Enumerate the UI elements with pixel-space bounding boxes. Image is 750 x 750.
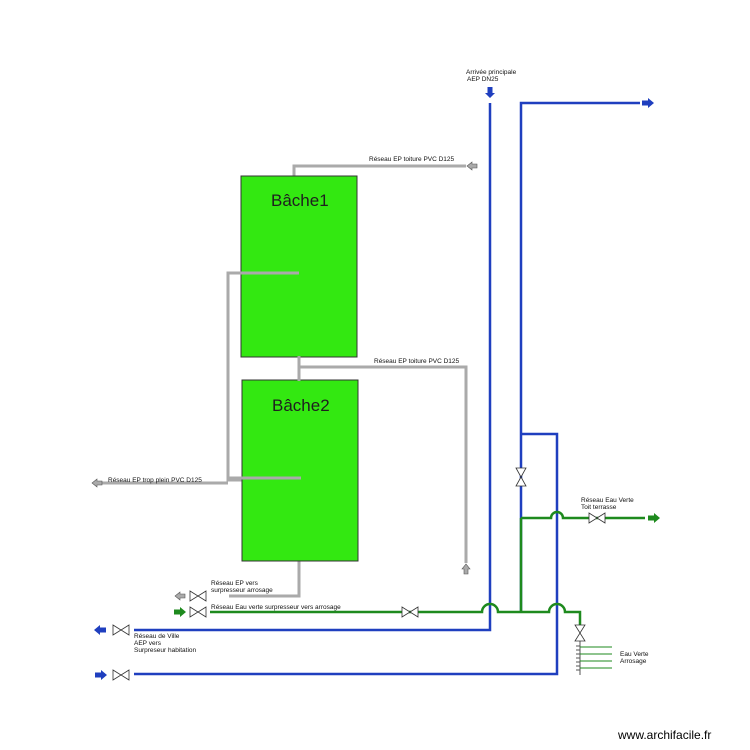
pipe-eau-verte-toit	[521, 510, 645, 520]
arrow-icon	[174, 591, 186, 601]
green-pipes	[210, 510, 645, 625]
pipe-arrivee-principale	[134, 103, 492, 632]
watermark: www.archifacile.fr	[617, 728, 711, 742]
sprinkler-manifold-icon	[576, 641, 612, 675]
eau-verte-arrosage-label-1: Eau Verte	[620, 651, 649, 658]
ep-vers-label-2: surpresseur arrosage	[211, 587, 273, 594]
arrow-icon	[91, 478, 103, 488]
gate-valve-icon[interactable]	[401, 606, 419, 618]
ville-label-2: AEP vers	[134, 640, 162, 647]
arrow-icon	[174, 607, 186, 617]
bache2-label: Bâche2	[272, 396, 330, 415]
gate-valve-icon[interactable]	[588, 512, 606, 524]
arrow-icon	[485, 87, 495, 98]
eau-verte-surp-label: Réseau Eau verte surpresseur vers arrosa…	[211, 604, 341, 611]
arrow-icon	[642, 98, 654, 108]
blue-pipes	[134, 101, 640, 676]
valves	[112, 467, 606, 681]
bache2-tank: Bâche2	[241, 379, 359, 562]
eau-verte-toit-label-1: Réseau Eau Verte	[581, 497, 634, 504]
eau-verte-toit-label-2: Toit terrasse	[581, 504, 617, 511]
gate-valve-icon[interactable]	[515, 467, 527, 487]
arrivee-label-2: AEP DN25	[467, 76, 499, 83]
arrow-icon	[94, 625, 106, 635]
pipe-riser-branch	[134, 432, 559, 676]
bache1-label: Bâche1	[271, 191, 329, 210]
gate-valve-icon[interactable]	[574, 624, 586, 642]
arrow-icon	[95, 670, 107, 680]
ep-toiture-mid-label: Réseau EP toiture PVC D125	[374, 358, 460, 365]
ville-label-3: Surpreseur habitation	[134, 647, 197, 654]
ep-trop-plein-label: Réseau EP trop plein PVC D125	[108, 477, 202, 484]
ep-toiture-top-label: Réseau EP toiture PVC D125	[369, 156, 455, 163]
pipe-ep-vers-surpresseur	[229, 561, 301, 598]
pipe-riser-top	[519, 101, 640, 612]
arrivee-label-1: Arrivée principale	[466, 69, 517, 76]
gate-valve-icon[interactable]	[112, 624, 130, 636]
eau-verte-arrosage-label-2: Arrosage	[620, 658, 647, 665]
ville-label-1: Réseau de Ville	[134, 633, 180, 640]
gate-valve-icon[interactable]	[112, 669, 130, 681]
ep-vers-label-1: Réseau EP vers	[211, 580, 259, 587]
arrow-icon	[461, 563, 471, 575]
pipe-ep-toiture-mid	[299, 365, 468, 563]
arrow-icon	[466, 161, 478, 171]
gate-valve-icon[interactable]	[189, 606, 207, 618]
arrow-icon	[648, 513, 660, 523]
pipe-eau-verte-surpresseur	[210, 602, 582, 625]
bache1-tank: Bâche1	[240, 175, 358, 358]
pipe-ep-toiture-top	[292, 164, 466, 177]
gate-valve-icon[interactable]	[189, 590, 207, 602]
